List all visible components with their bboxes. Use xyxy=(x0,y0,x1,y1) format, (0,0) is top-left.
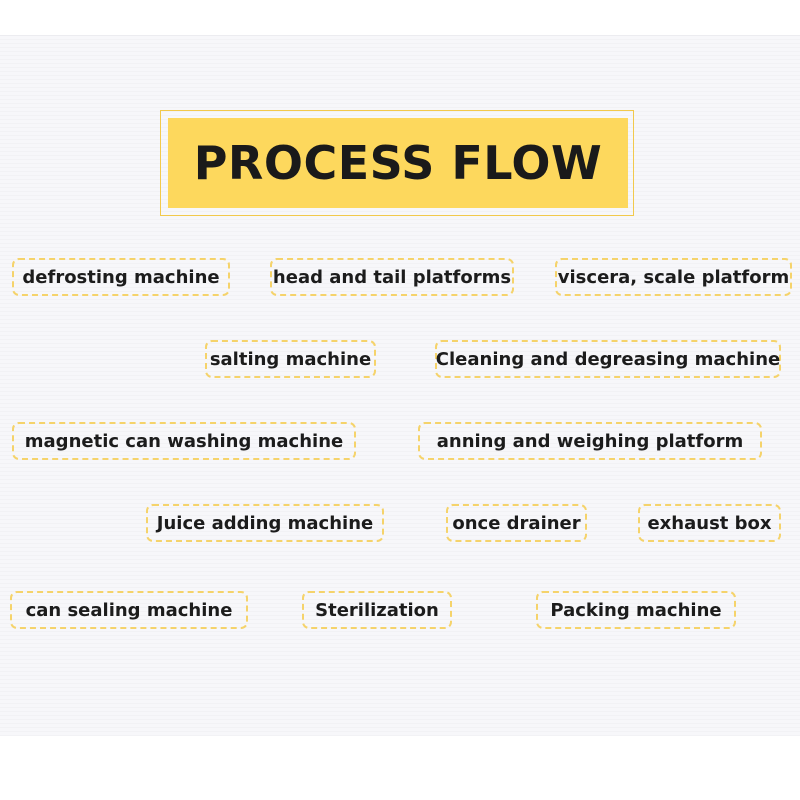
step-magnetic-can-washing-machine: magnetic can washing machine xyxy=(12,422,356,460)
step-label: Packing machine xyxy=(550,599,722,621)
step-label: defrosting machine xyxy=(22,266,220,288)
step-defrosting-machine: defrosting machine xyxy=(12,258,230,296)
step-head-and-tail-platforms: head and tail platforms xyxy=(270,258,514,296)
step-salting-machine: salting machine xyxy=(205,340,376,378)
step-viscera-scale-platform: viscera, scale platform xyxy=(555,258,792,296)
step-can-sealing-machine: can sealing machine xyxy=(10,591,248,629)
step-label: magnetic can washing machine xyxy=(24,430,344,452)
step-label: Sterilization xyxy=(315,599,439,621)
step-label: can sealing machine xyxy=(25,599,233,621)
step-label: salting machine xyxy=(209,348,372,370)
step-label: once drainer xyxy=(452,512,581,534)
step-sterilization: Sterilization xyxy=(302,591,452,629)
step-packing-machine: Packing machine xyxy=(536,591,736,629)
step-label: exhaust box xyxy=(647,512,772,534)
step-label: head and tail platforms xyxy=(272,266,512,288)
title-block: PROCESS FLOW xyxy=(168,118,628,208)
step-exhaust-box: exhaust box xyxy=(638,504,781,542)
page-title: PROCESS FLOW xyxy=(193,136,603,190)
step-label: Cleaning and degreasing machine xyxy=(435,348,781,370)
step-cleaning-and-degreasing-machine: Cleaning and degreasing machine xyxy=(435,340,781,378)
step-once-drainer: once drainer xyxy=(446,504,587,542)
step-juice-adding-machine: Juice adding machine xyxy=(146,504,384,542)
step-label: viscera, scale platform xyxy=(557,266,790,288)
step-anning-and-weighing-platform: anning and weighing platform xyxy=(418,422,762,460)
title-frame xyxy=(160,110,634,216)
step-label: anning and weighing platform xyxy=(436,430,744,452)
step-label: Juice adding machine xyxy=(156,512,374,534)
